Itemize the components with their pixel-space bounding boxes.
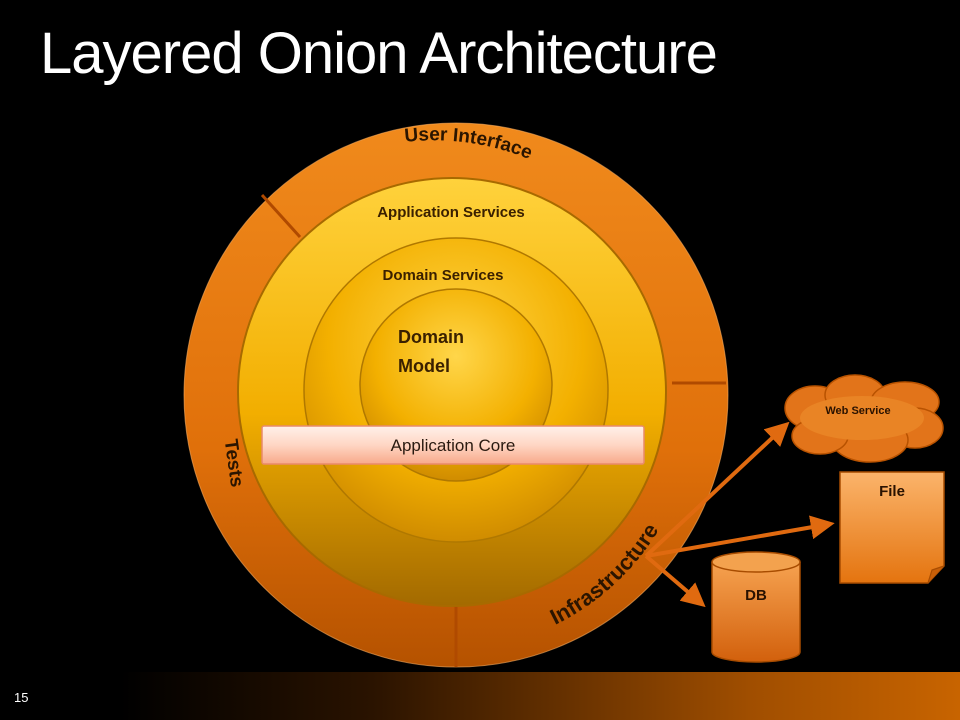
application-core-label: Application Core — [391, 436, 516, 455]
slide-title: Layered Onion Architecture — [40, 21, 718, 86]
web-service-cloud — [784, 374, 944, 463]
bottom-glow-band — [120, 672, 960, 720]
application-services-label: Application Services — [377, 204, 525, 221]
application-core-bar — [261, 425, 645, 465]
web-service-label: Web Service — [825, 405, 890, 417]
arrow-to-db — [644, 554, 706, 608]
arrow-to-web-service — [644, 421, 790, 558]
db-label: DB — [745, 587, 767, 604]
domain-services-label: Domain Services — [383, 267, 504, 284]
domain-model-label-line2: Model — [398, 356, 450, 376]
file-fold — [927, 565, 945, 584]
db-cylinder — [711, 551, 801, 663]
file-label: File — [879, 483, 905, 500]
domain-model-label-line1: Domain — [398, 327, 464, 347]
slide-number: 15 — [14, 690, 29, 705]
ring-divider-left — [260, 193, 302, 239]
arrow-to-file — [645, 515, 835, 558]
